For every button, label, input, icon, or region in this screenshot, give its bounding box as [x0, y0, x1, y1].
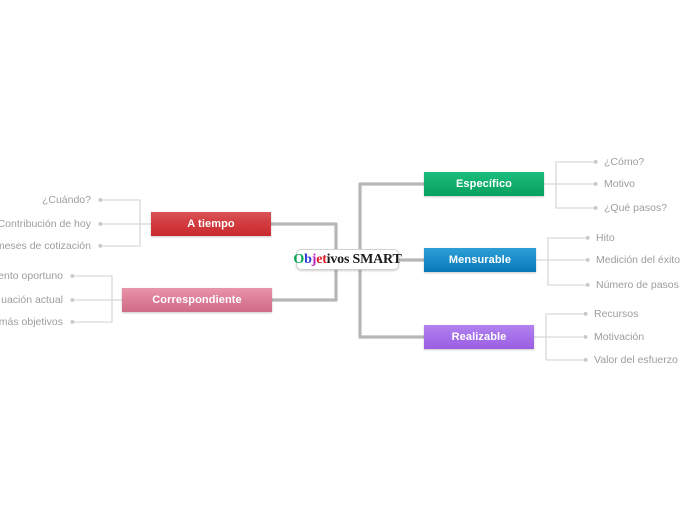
leaf-mensurable-hito[interactable]: Hito — [596, 232, 615, 244]
leaf-correspondiente-situacion-actual[interactable]: uación actual — [1, 294, 63, 306]
leaf-especifico-que-pasos[interactable]: ¿Qué pasos? — [604, 202, 668, 214]
leaf-mensurable-medicion-exito[interactable]: Medición del éxito — [596, 254, 681, 266]
root-letter-5: ivos SMART — [326, 251, 402, 267]
leaf-a-tiempo-meses-cotizacion[interactable]: meses de cotización — [0, 240, 91, 252]
leaf-caps-mensurable — [586, 236, 590, 287]
root-node[interactable]: Objetivos SMART — [293, 249, 402, 270]
leaf-correspondiente-momento-oportuno[interactable]: ento oportuno — [0, 270, 63, 282]
leaf-especifico-como[interactable]: ¿Cómo? — [604, 156, 645, 168]
leaf-realizable-motivacion[interactable]: Motivación — [594, 331, 645, 343]
branch-node-a-tiempo[interactable]: A tiempo — [151, 212, 271, 236]
root-letter-0: O — [293, 251, 305, 267]
leaf-a-tiempo-contribucion-hoy[interactable]: Contribución de hoy — [0, 218, 91, 230]
branch-node-especifico[interactable]: Específico — [424, 172, 544, 196]
branch-node-correspondiente[interactable]: Correspondiente — [122, 288, 272, 312]
leaf-caps-a-tiempo — [98, 198, 102, 248]
root-node-label: Objetivos SMART — [293, 251, 402, 267]
leaf-realizable-valor-esfuerzo[interactable]: Valor del esfuerzo — [594, 354, 678, 366]
leaf-caps-realizable — [584, 312, 588, 362]
leaf-a-tiempo-cuando[interactable]: ¿Cuándo? — [41, 194, 91, 206]
branch-node-realizable[interactable]: Realizable — [424, 325, 534, 349]
leaf-mensurable-numero-pasos[interactable]: Número de pasos — [596, 279, 679, 291]
leaf-especifico-motivo[interactable]: Motivo — [604, 178, 635, 190]
leaf-realizable-recursos[interactable]: Recursos — [594, 308, 639, 320]
leaf-caps-correspondiente — [70, 274, 74, 324]
branch-node-mensurable[interactable]: Mensurable — [424, 248, 536, 272]
leaf-correspondiente-mas-objetivos[interactable]: más objetivos — [0, 316, 63, 328]
root-letter-1: b — [304, 251, 312, 267]
leaf-caps-especifico — [594, 160, 598, 210]
